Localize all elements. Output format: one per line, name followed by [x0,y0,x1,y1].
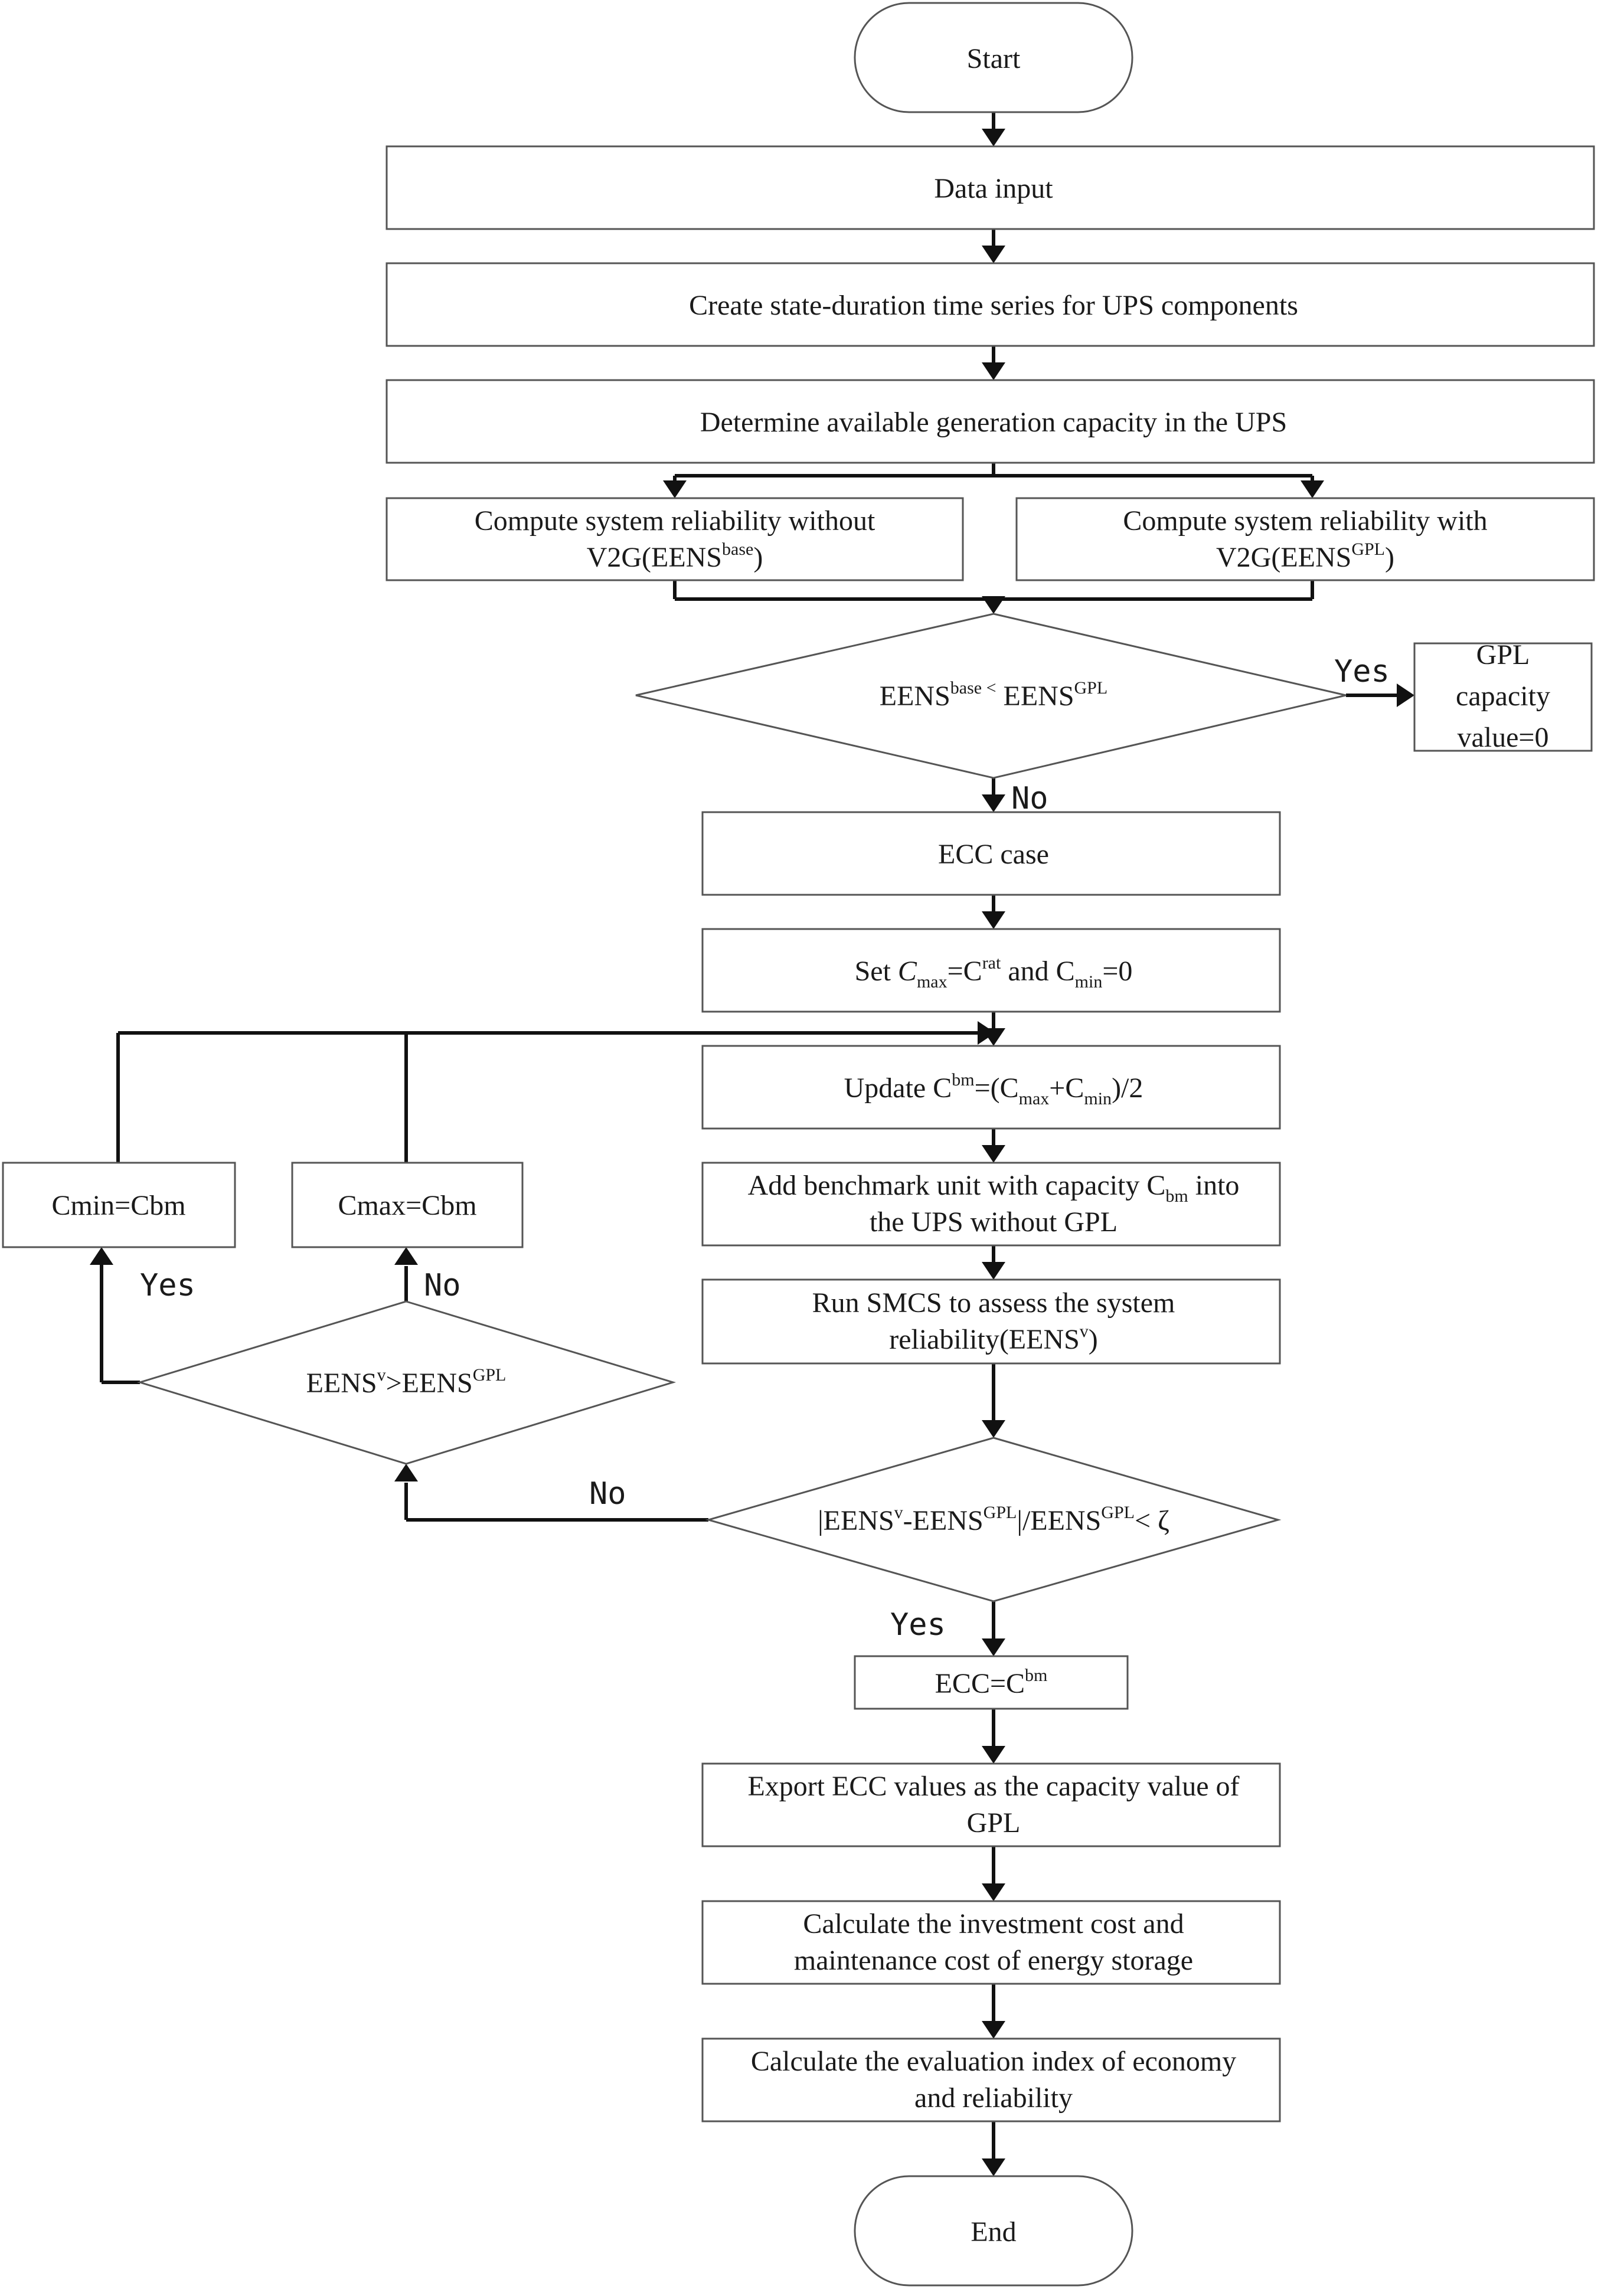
ecc-case-label: ECC case [938,839,1049,870]
gpl-zero-line2: capacity [1456,681,1550,712]
arrowhead [394,1464,418,1481]
arrowhead [982,1262,1005,1280]
gpl-zero-box: GPL capacity value=0 [1413,639,1593,753]
export-ecc-line1: Export ECC values as the capacity value … [747,1771,1239,1802]
arrowhead [663,480,687,498]
cmin-box: Cmin=Cbm [2,1162,236,1248]
arrowhead [90,1247,113,1265]
reliability-without-line2: V2G(EENSbase) [587,539,763,573]
reliability-with-box: Compute system reliability with V2G(EENS… [1015,497,1595,581]
calc-index-line1: Calculate the evaluation index of econom… [751,2046,1236,2077]
gpl-zero-line1: GPL [1476,639,1530,671]
determine-capacity-label: Determine available generation capacity … [700,407,1287,438]
edge-label-no-ecc: No [1011,781,1048,816]
end-node: End [854,2175,1133,2287]
edge-label-no-cmax: No [424,1268,461,1303]
decision-base-label: EENSbase < EENSGPL [880,678,1107,712]
determine-capacity-box: Determine available generation capacity … [385,379,1595,464]
edge-label-no-compare: No [589,1476,626,1512]
calc-cost-box: Calculate the investment cost and mainte… [701,1900,1281,1985]
decision-compare: EENSv>EENSGPL [136,1300,677,1465]
reliability-with-line2: V2G(EENSGPL) [1216,539,1394,573]
arrowhead [982,1420,1005,1438]
cmax-label: Cmax=Cbm [338,1190,476,1221]
arrowhead [982,129,1005,146]
calc-index-line2: and reliability [914,2082,1073,2114]
connectors [90,112,1414,2176]
arrowhead [982,362,1005,380]
add-benchmark-line2: the UPS without GPL [870,1206,1118,1238]
create-series-box: Create state-duration time series for UP… [385,262,1595,347]
run-smcs-line2: reliability(EENSv) [889,1322,1098,1355]
arrowhead [982,794,1005,812]
arrowhead [978,1021,995,1045]
create-series-label: Create state-duration time series for UP… [689,290,1298,321]
edge-label-yes-cmin: Yes [140,1268,195,1303]
arrowhead [394,1247,418,1265]
data-input-label: Data input [934,173,1053,204]
decision-compare-label: EENSv>EENSGPL [306,1365,507,1399]
edge-label-yes-gpl: Yes [1334,654,1390,689]
decision-base-vs-gpl: EENSbase < EENSGPL [635,613,1347,779]
set-limits-box: Set Cmax=Crat and Cmin=0 [701,928,1281,1013]
arrowhead [982,596,1005,614]
update-label: Update Cbm=(Cmax+Cmin)/2 [844,1070,1143,1108]
export-ecc-line2: GPL [967,1807,1021,1839]
set-limits-label: Set Cmax=Crat and Cmin=0 [855,953,1133,992]
calc-cost-line2: maintenance cost of energy storage [794,1945,1193,1976]
data-input-box: Data input [385,145,1595,230]
decision-zeta: |EENSv-EENSGPL|/EENSGPL< ζ [705,1437,1282,1602]
update-box: Update Cbm=(Cmax+Cmin)/2 [701,1045,1281,1130]
arrowhead [982,246,1005,263]
arrowhead [982,911,1005,929]
start-node: Start [854,2,1133,113]
edge-label-yes-ecc: Yes [890,1607,946,1643]
ecc-equals-label: ECC=Cbm [935,1666,1048,1699]
run-smcs-line1: Run SMCS to assess the system [812,1287,1175,1319]
add-benchmark-line1: Add benchmark unit with capacity Cbm int… [748,1170,1240,1206]
export-ecc-box: Export ECC values as the capacity value … [701,1762,1281,1847]
reliability-without-line1: Compute system reliability without [475,505,875,537]
arrowhead [1397,683,1414,707]
arrowhead [1301,480,1324,498]
add-benchmark-box: Add benchmark unit with capacity Cbm int… [701,1162,1281,1247]
arrowhead [982,2158,1005,2176]
calc-index-box: Calculate the evaluation index of econom… [701,2037,1281,2122]
cmin-label: Cmin=Cbm [51,1190,185,1221]
cmax-box: Cmax=Cbm [291,1162,524,1248]
arrowhead [982,2021,1005,2039]
decision-zeta-label: |EENSv-EENSGPL|/EENSGPL< ζ [818,1503,1169,1536]
run-smcs-box: Run SMCS to assess the system reliabilit… [701,1278,1281,1365]
ecc-equals-box: ECC=Cbm [854,1655,1129,1710]
arrowhead [982,1638,1005,1656]
ecc-case-box: ECC case [701,811,1281,896]
arrowhead [982,1746,1005,1764]
reliability-with-line1: Compute system reliability with [1123,505,1487,537]
reliability-without-box: Compute system reliability without V2G(E… [385,497,964,581]
calc-cost-line1: Calculate the investment cost and [803,1908,1184,1940]
gpl-zero-line3: value=0 [1457,722,1548,753]
end-label: End [971,2216,1016,2248]
arrowhead [982,1883,1005,1901]
arrowhead [982,1145,1005,1163]
start-label: Start [967,43,1021,74]
